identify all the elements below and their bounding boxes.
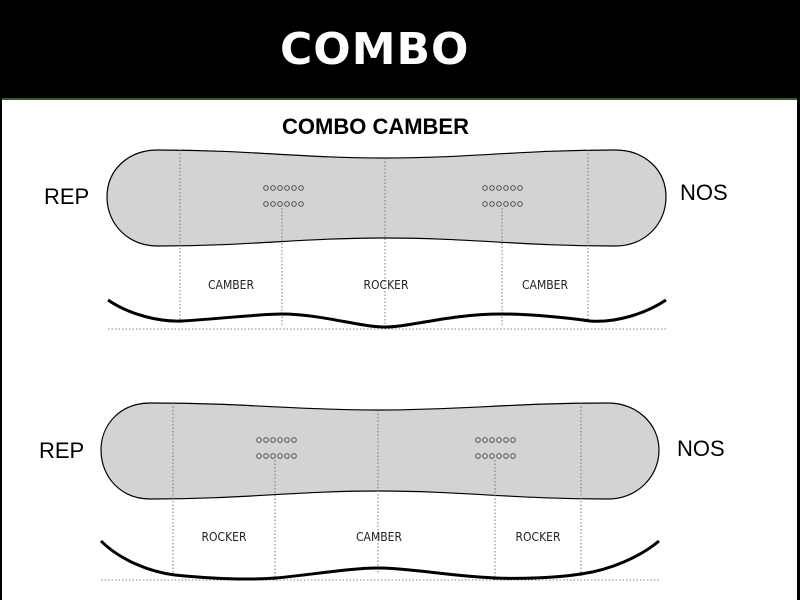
board-1-nose-label: NOS xyxy=(680,180,728,205)
board-2-tail-label: REP xyxy=(39,438,85,463)
diagram-title: COMBO CAMBER xyxy=(282,114,469,139)
board-2-nose-label: NOS xyxy=(677,436,725,461)
board-2-inserts-left xyxy=(256,437,297,459)
board-1: CAMBER ROCKER CAMBER xyxy=(106,149,667,330)
board-1-profile xyxy=(107,298,667,329)
board-1-zone-label: ROCKER xyxy=(364,278,409,292)
board-2: ROCKER CAMBER ROCKER xyxy=(99,402,660,581)
board-2-zone-label: CAMBER xyxy=(356,530,402,544)
board-2-zone-label: ROCKER xyxy=(202,530,247,544)
header-bar: COMBO xyxy=(0,0,800,97)
board-2-inserts-right xyxy=(475,437,516,459)
board-1-inserts-right xyxy=(482,185,523,207)
board-2-zone-label: ROCKER xyxy=(516,530,561,544)
board-1-inserts-left xyxy=(263,185,304,207)
board-2-outline xyxy=(100,402,660,500)
board-2-profile xyxy=(99,539,660,581)
board-1-zone-label: CAMBER xyxy=(522,278,568,292)
board-1-outline xyxy=(106,149,667,247)
board-1-tail-label: REP xyxy=(44,184,90,209)
page-title: COMBO xyxy=(280,24,470,75)
board-1-zone-label: CAMBER xyxy=(208,278,254,292)
